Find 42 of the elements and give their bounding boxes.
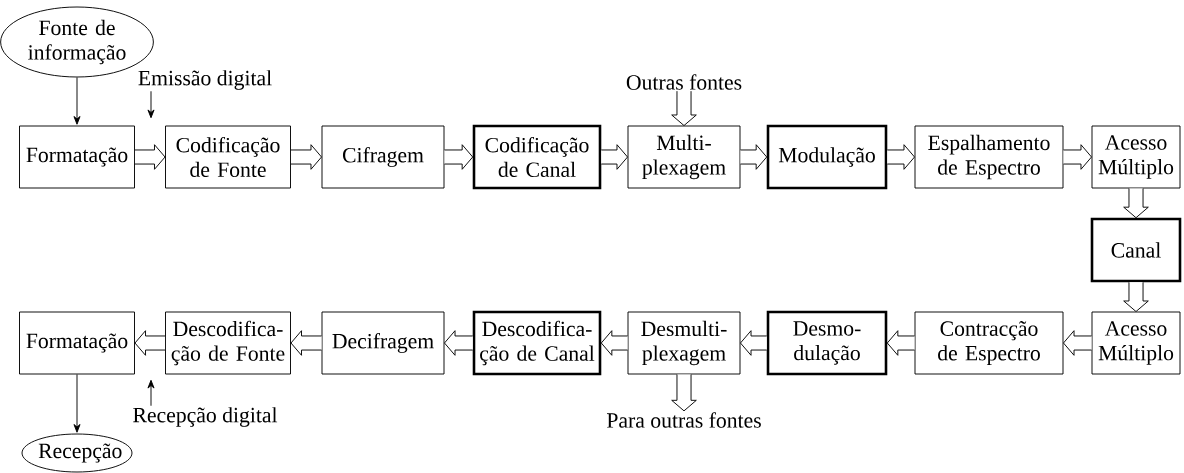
process-box: Desmulti- plexagem <box>627 311 741 375</box>
process-box: Descodifica- ção de Canal <box>472 310 602 376</box>
process-box: Descodifica- ção de Fonte <box>165 311 291 375</box>
block-arrow <box>1123 188 1149 219</box>
process-box: Formatação <box>19 125 135 189</box>
annotation-text: Outras fontes <box>626 74 742 90</box>
block-arrow <box>1123 281 1149 312</box>
process-box: Acesso Múltiplo <box>1091 311 1181 375</box>
block-arrow <box>600 144 628 170</box>
block-arrow <box>444 330 474 356</box>
process-box: Espalhamento de Espectro <box>914 125 1064 189</box>
process-box: Codificação de Canal <box>472 124 602 190</box>
process-box: Codificação de Fonte <box>165 125 291 189</box>
process-box: Multi- plexagem <box>627 125 741 189</box>
arrow <box>73 374 81 433</box>
block-arrow <box>134 144 166 170</box>
block-arrow <box>671 374 697 412</box>
annotation-text: Para outras fontes <box>607 412 761 428</box>
process-box: Canal <box>1090 217 1182 283</box>
block-arrow <box>600 330 628 356</box>
block-arrow <box>290 330 322 356</box>
process-box: Desmo- dulação <box>766 310 888 376</box>
process-box: Contracção de Espectro <box>914 311 1064 375</box>
block-arrow <box>740 330 768 356</box>
arrow <box>147 90 155 119</box>
block-arrow <box>671 90 697 126</box>
block-arrow <box>1063 330 1092 356</box>
process-box: Decifragem <box>321 311 445 375</box>
arrow <box>147 379 155 407</box>
block-arrow <box>1063 144 1092 170</box>
arrow <box>73 77 81 125</box>
process-box: Modulação <box>766 124 888 190</box>
annotation-text: Recepção digital <box>133 407 278 427</box>
block-arrow <box>444 144 474 170</box>
block-arrow <box>134 330 166 356</box>
process-box: Formatação <box>19 311 135 375</box>
process-box: Cifragem <box>321 125 445 189</box>
block-arrow <box>740 144 768 170</box>
block-arrow <box>886 330 915 356</box>
process-box: Acesso Múltiplo <box>1091 125 1181 189</box>
block-arrow <box>886 144 915 170</box>
block-arrow <box>290 144 322 170</box>
